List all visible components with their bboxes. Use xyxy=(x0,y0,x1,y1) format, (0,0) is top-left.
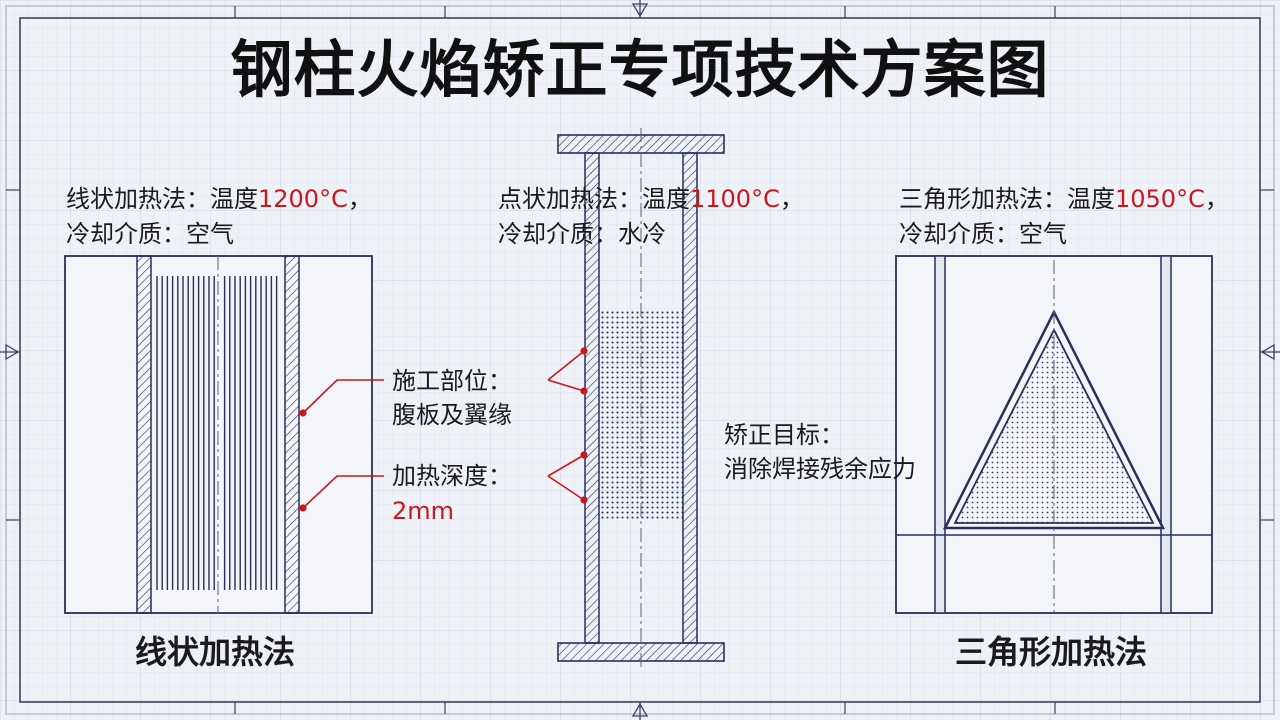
callout-target-value: 消除焊接残余应力 xyxy=(724,455,916,483)
linear-heating-lines xyxy=(156,276,278,590)
callout-target-title: 矫正目标： xyxy=(724,421,844,449)
left-flange-hatched xyxy=(136,255,152,614)
center-method-spec: 点状加热法：温度1100°C， xyxy=(498,185,804,214)
leader-dots xyxy=(299,347,588,512)
center-column-spot-heating xyxy=(557,128,725,668)
left-cooling: 冷却介质：空气 xyxy=(66,220,234,248)
leader-lines xyxy=(302,350,585,509)
page-title: 钢柱火焰矫正专项技术方案图 xyxy=(230,33,1050,106)
right-cooling: 冷却介质：空气 xyxy=(899,220,1067,248)
leader-depth-center-bottom xyxy=(547,475,585,501)
right-temperature: 1050°C xyxy=(1115,185,1205,213)
right-method-spec: 三角形加热法：温度1050°C， xyxy=(899,185,1229,214)
right-panel-left-flange xyxy=(934,255,946,614)
left-method-prefix: 线状加热法：温度 xyxy=(66,185,258,213)
leader-depth-left xyxy=(302,475,384,509)
callout-depth-title: 加热深度： xyxy=(392,462,512,490)
center-cooling: 冷却介质：水冷 xyxy=(498,220,666,248)
right-panel-right-flange xyxy=(1160,255,1172,614)
right-punct: ， xyxy=(1204,185,1229,213)
leader-location-center-top xyxy=(547,350,585,381)
leader-location-left xyxy=(302,379,384,414)
callout-location-title: 施工部位： xyxy=(392,367,512,395)
right-flange-hatched xyxy=(284,255,300,614)
right-panel-triangular-heating xyxy=(895,255,1213,614)
callout-location-value: 腹板及翼缘 xyxy=(392,401,512,429)
left-panel-linear-heating xyxy=(64,255,373,614)
border-ticks xyxy=(6,6,1274,714)
left-temperature: 1200°C xyxy=(258,185,348,213)
leader-location-center-bottom xyxy=(547,379,585,392)
right-bottom-label: 三角形加热法 xyxy=(955,633,1148,671)
leader-depth-center-top xyxy=(547,454,585,477)
center-punct: ， xyxy=(779,185,804,213)
left-method-spec: 线状加热法：温度1200°C， xyxy=(66,185,372,214)
left-bottom-label: 线状加热法 xyxy=(135,633,296,671)
left-punct: ， xyxy=(347,185,372,213)
center-temperature: 1100°C xyxy=(690,185,780,213)
right-method-prefix: 三角形加热法：温度 xyxy=(899,185,1115,213)
column-right-flange xyxy=(682,152,698,644)
callout-depth-value: 2mm xyxy=(392,497,455,525)
center-method-prefix: 点状加热法：温度 xyxy=(498,185,690,213)
